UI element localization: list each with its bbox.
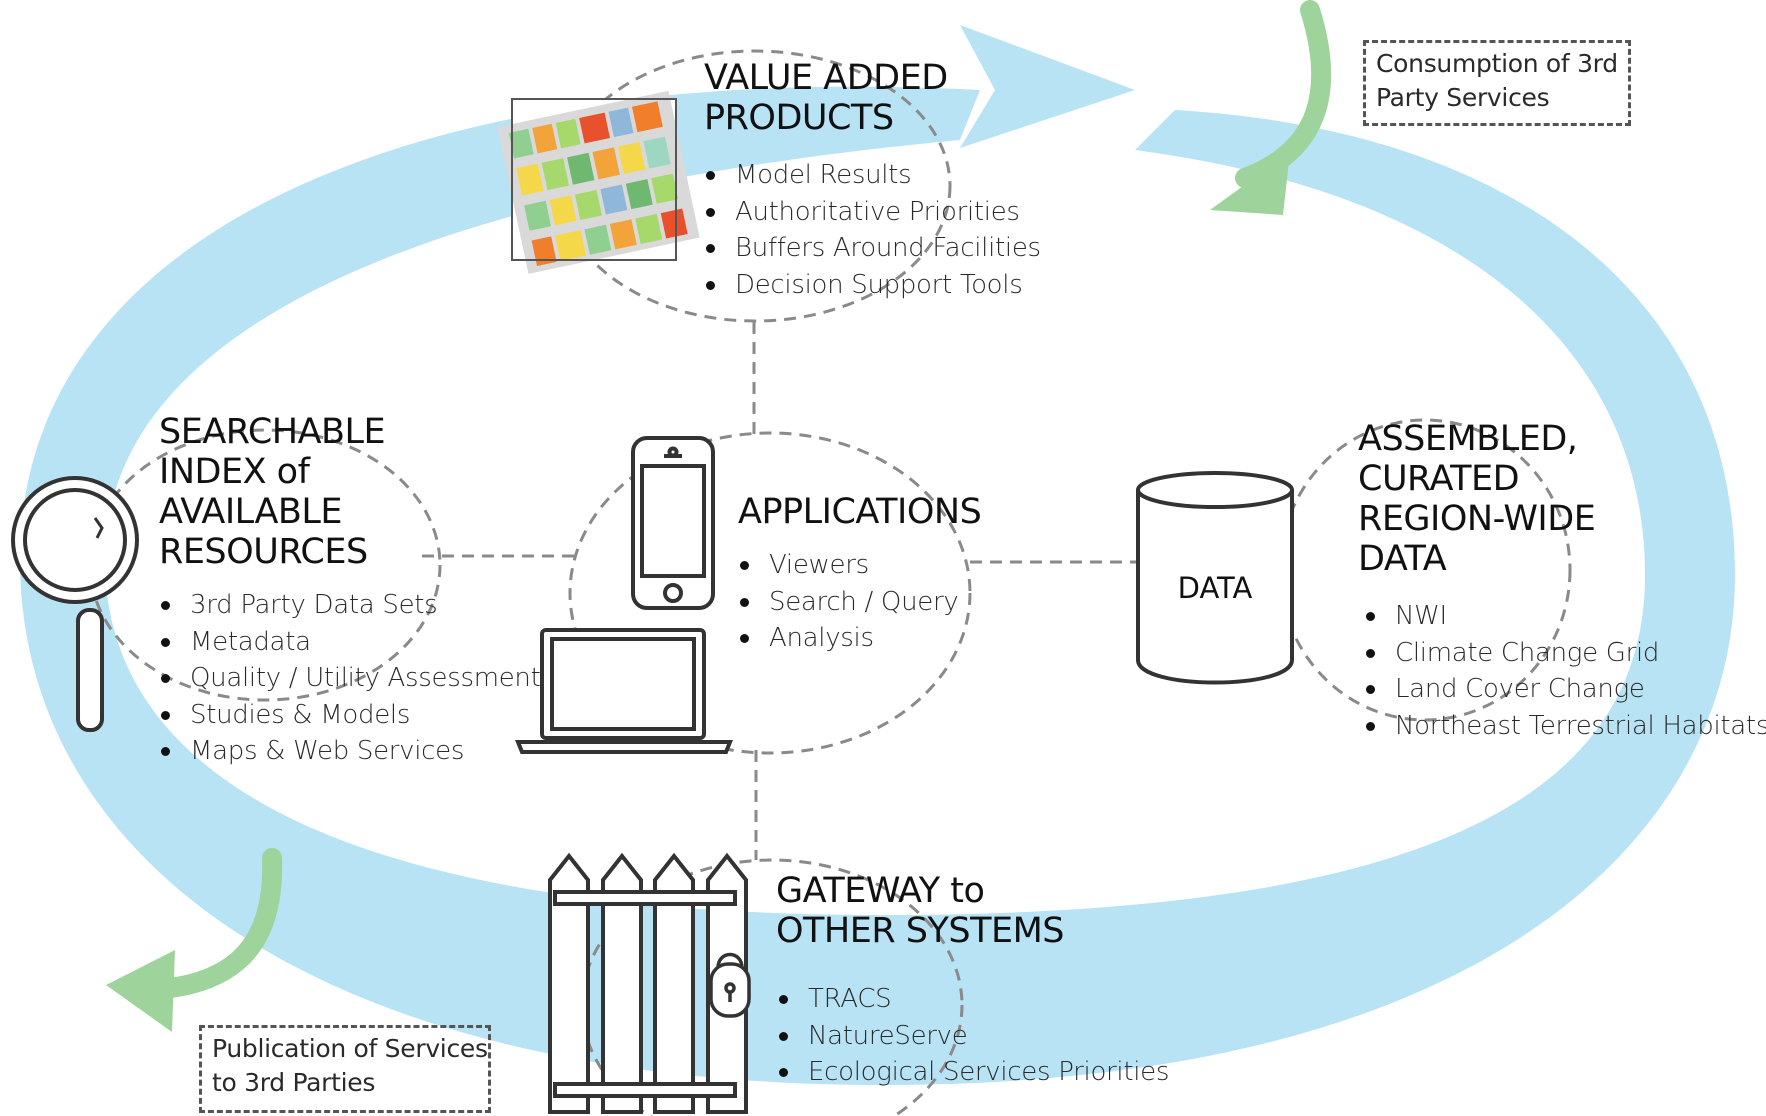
searchable-title-line: INDEX of: [159, 452, 310, 492]
gateway-title-line: OTHER SYSTEMS: [776, 911, 1065, 951]
list-item: Northeast Terrestrial Habitats: [1364, 708, 1766, 745]
list-item: NatureServe: [777, 1018, 1169, 1055]
list-item: Quality / Utility Assessment: [159, 660, 541, 697]
list-item: Model Results: [704, 157, 1041, 194]
searchable-list: 3rd Party Data Sets Metadata Quality / U…: [159, 587, 541, 770]
list-item: Land Cover Change: [1364, 671, 1766, 708]
green-arrowhead-consumption: [1210, 152, 1290, 215]
green-arrow-publication: [140, 848, 283, 1000]
list-item: Climate Change Grid: [1364, 635, 1766, 672]
assembled-title-line: REGION-WIDE: [1358, 499, 1596, 539]
database-cylinder-icon: [1136, 471, 1294, 685]
searchable-title: SEARCHABLE INDEX of AVAILABLE RESOURCES: [159, 412, 386, 572]
searchable-title-line: AVAILABLE: [159, 492, 343, 532]
list-item: Analysis: [738, 620, 958, 657]
padlock-icon: [709, 952, 751, 1018]
list-item: NWI: [1364, 598, 1766, 635]
magnifier-icon: [11, 476, 139, 732]
applications-oval: [568, 431, 972, 755]
list-item: Authoritative Priorities: [704, 194, 1041, 231]
applications-title-text: APPLICATIONS: [738, 492, 982, 532]
list-item: Ecological Services Priorities: [777, 1054, 1169, 1091]
assembled-title: ASSEMBLED, CURATED REGION-WIDE DATA: [1358, 419, 1596, 579]
laptop-icon: [515, 628, 733, 754]
value-added-title-line: VALUE ADDED: [704, 58, 948, 98]
value-added-title: VALUE ADDED PRODUCTS: [704, 58, 948, 138]
consumption-note-line: Party Services: [1376, 83, 1550, 112]
applications-title: APPLICATIONS: [738, 492, 982, 532]
list-item: Decision Support Tools: [704, 267, 1041, 304]
consumption-note: Consumption of 3rd Party Services: [1363, 40, 1631, 126]
list-item: TRACS: [777, 981, 1169, 1018]
green-arrowhead-publication: [106, 950, 175, 1032]
assembled-list: NWI Climate Change Grid Land Cover Chang…: [1364, 598, 1766, 744]
searchable-title-line: SEARCHABLE: [159, 412, 386, 452]
publication-note: Publication of Services to 3rd Parties: [199, 1025, 491, 1113]
list-item: Maps & Web Services: [159, 733, 541, 770]
applications-list: Viewers Search / Query Analysis: [738, 547, 959, 657]
searchable-title-line: RESOURCES: [159, 532, 368, 572]
publication-note-line: Publication of Services: [212, 1034, 488, 1063]
map-thumbnail-icon: [497, 90, 700, 274]
list-item: Search / Query: [738, 584, 959, 621]
assembled-title-line: DATA: [1358, 539, 1447, 579]
list-item: Viewers: [738, 547, 958, 584]
list-item: Buffers Around Facilities: [704, 230, 1041, 267]
gateway-title-line: GATEWAY to: [776, 871, 985, 911]
consumption-note-line: Consumption of 3rd: [1376, 49, 1618, 78]
value-added-title-line: PRODUCTS: [704, 98, 894, 138]
publication-note-line: to 3rd Parties: [212, 1068, 376, 1097]
gateway-title: GATEWAY to OTHER SYSTEMS: [776, 871, 1065, 951]
list-item: Studies & Models: [159, 697, 541, 734]
list-item: Metadata: [159, 624, 541, 661]
database-label: DATA: [1177, 571, 1253, 605]
list-item: 3rd Party Data Sets: [159, 587, 541, 624]
value-added-list: Model Results Authoritative Priorities B…: [704, 157, 1041, 303]
assembled-title-line: ASSEMBLED,: [1358, 419, 1578, 459]
smartphone-icon: [631, 436, 715, 610]
flow-arrowhead: [960, 25, 1135, 148]
gateway-list: TRACS NatureServe Ecological Services Pr…: [777, 981, 1169, 1091]
assembled-title-line: CURATED: [1358, 459, 1520, 499]
green-arrow-consumption: [1235, 0, 1332, 188]
